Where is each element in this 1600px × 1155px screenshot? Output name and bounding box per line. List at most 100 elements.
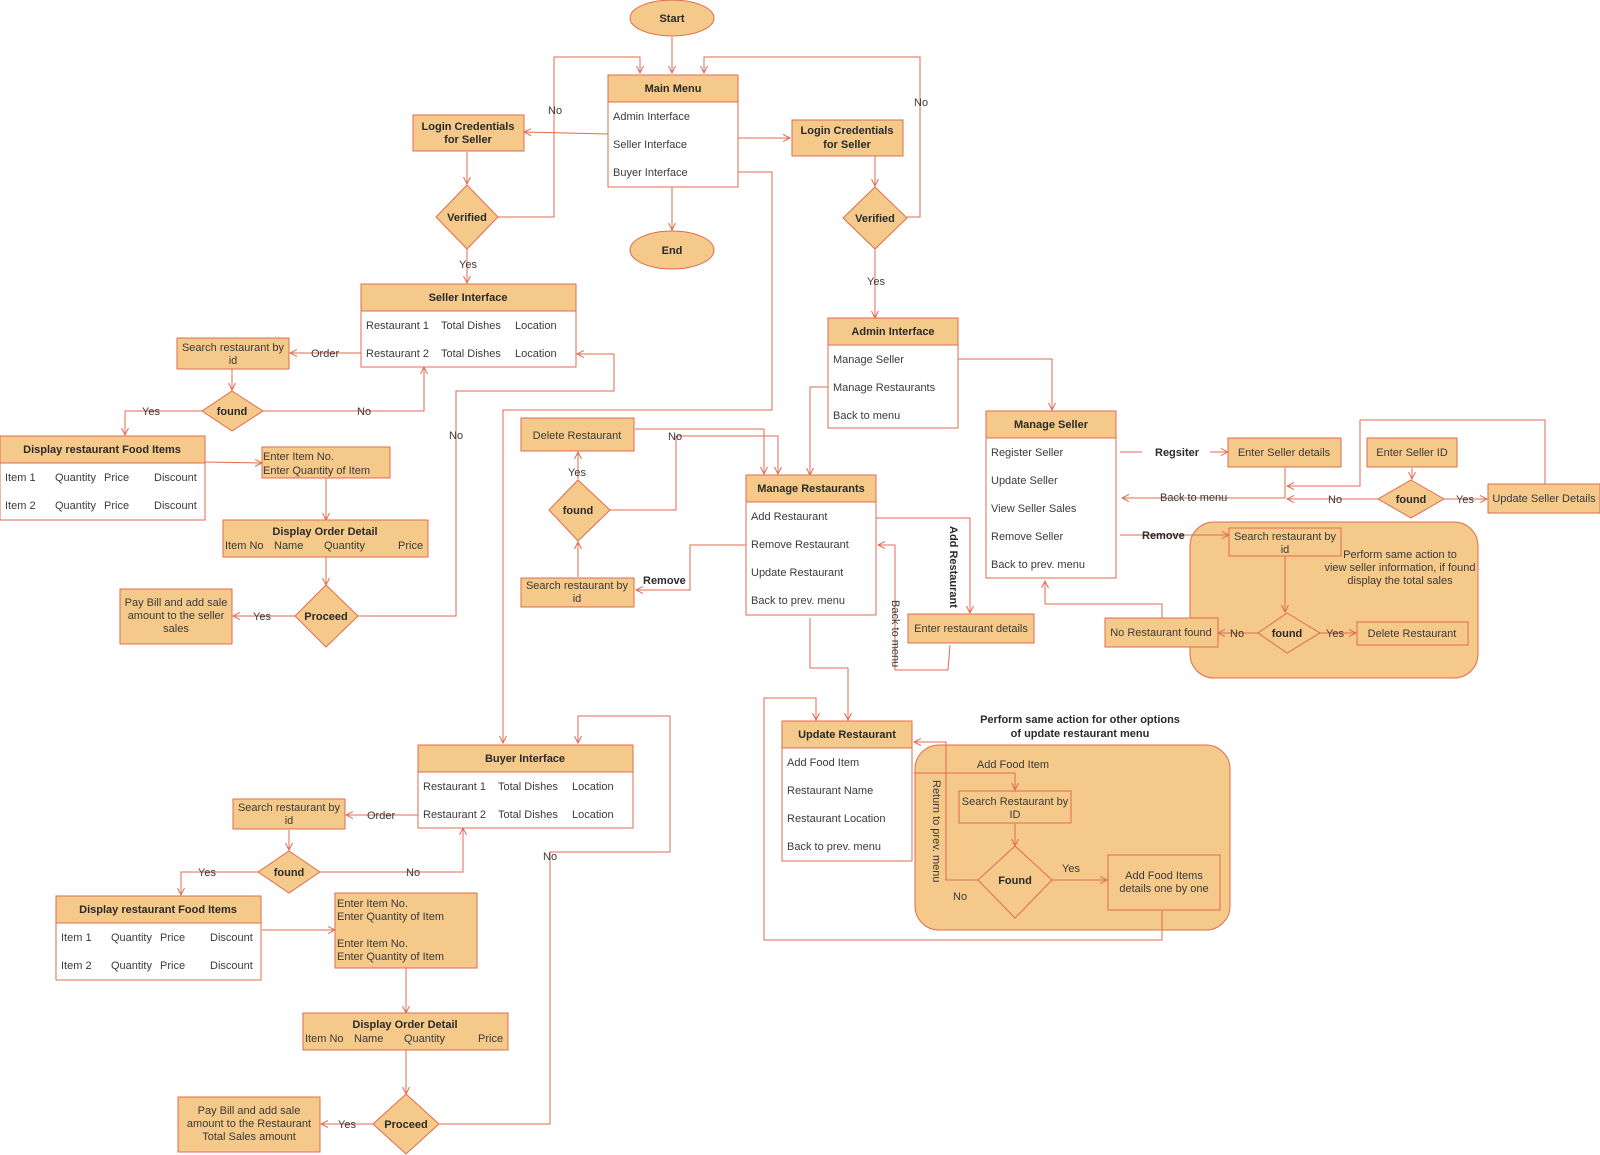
- diagram-text: Yes: [1456, 494, 1474, 506]
- diagram-text: Add Restaurant: [947, 526, 959, 608]
- diagram-text: Restaurant Name: [787, 785, 873, 797]
- diagram-text: Quantity: [404, 1033, 445, 1045]
- found-remove-seller-decision: found: [1257, 612, 1321, 654]
- diagram-text: ID: [1010, 809, 1021, 821]
- diagram-text: Restaurant 2: [423, 809, 486, 821]
- diagram-text: Admin Interface: [851, 326, 934, 338]
- diagram-text: Buyer Interface: [485, 753, 565, 765]
- diagram-text: Remove Seller: [991, 531, 1063, 543]
- diagram-text: Manage Seller: [833, 354, 904, 366]
- diagram-text: Display Order Detail: [352, 1019, 457, 1031]
- diagram-text: Yes: [253, 611, 271, 623]
- add-food-item-label: Add Food Item: [977, 759, 1049, 771]
- enter-seller-details: Enter Seller details: [1227, 437, 1342, 468]
- diagram-text: Quantity: [324, 540, 365, 552]
- diagram-text: for Seller: [444, 134, 492, 146]
- diagram-text: Item 2: [61, 960, 92, 972]
- diagram-text: Back to menu: [833, 410, 900, 422]
- diagram-text: Search restaurant by: [1234, 531, 1337, 543]
- diagram-text: Register Seller: [991, 447, 1063, 459]
- same-action-seller-note: Perform same action to view seller infor…: [1324, 549, 1475, 587]
- diagram-text: Item No: [305, 1033, 344, 1045]
- diagram-text: No: [668, 431, 682, 443]
- same-action-update-note: Perform same action for other options of…: [980, 714, 1180, 740]
- diagram-text: Price: [104, 472, 129, 484]
- diagram-text: Remove: [1142, 530, 1185, 542]
- diagram-text: Restaurant 2: [366, 348, 429, 360]
- menu-item-admin: Admin Interface: [613, 111, 690, 123]
- diagram-text: Search restaurant by: [182, 342, 285, 354]
- diagram-text: Login Credentials: [422, 121, 515, 133]
- diagram-text: Back to menu: [889, 600, 901, 667]
- enter-seller-id: Enter Seller ID: [1366, 437, 1458, 468]
- enter-restaurant-details: Enter restaurant details: [907, 613, 1035, 644]
- seller-interface-table: Seller Interface Restaurant 1 Total Dish…: [360, 283, 577, 368]
- diagram-text: Yes: [198, 867, 216, 879]
- diagram-text: Regsiter: [1155, 447, 1200, 459]
- diagram-text: Update Restaurant: [798, 729, 896, 741]
- search-restaurant-seller: Search restaurant by id: [176, 337, 290, 370]
- add-food-items-details: Add Food Items details one by one: [1107, 854, 1221, 911]
- diagram-text: No: [357, 406, 371, 418]
- diagram-text: Enter Quantity of Item: [337, 911, 444, 923]
- login-seller-right: Login Credentials for Seller: [791, 119, 904, 157]
- diagram-text: Price: [478, 1033, 503, 1045]
- diagram-text: View Seller Sales: [991, 503, 1077, 515]
- food-items-table-seller: Display restaurant Food Items Item 1 Qua…: [0, 435, 206, 521]
- found-seller-id-decision: found: [1376, 479, 1446, 519]
- diagram-text: Manage Restaurants: [757, 483, 865, 495]
- diagram-text: Price: [398, 540, 423, 552]
- diagram-text: Seller Interface: [429, 292, 508, 304]
- login-seller-left: Login Credentials for Seller: [412, 114, 525, 152]
- diagram-text: Quantity: [55, 500, 96, 512]
- found-update-decision: Found: [977, 845, 1053, 919]
- diagram-text: Enter Item No.: [263, 451, 334, 463]
- diagram-text: id: [285, 815, 294, 827]
- diagram-text: Enter Quantity of Item: [337, 951, 444, 963]
- found-buyer-decision: found: [257, 850, 321, 894]
- found-seller-decision: found: [201, 390, 264, 432]
- diagram-text: id: [1281, 544, 1290, 556]
- diagram-text: Total Dishes: [441, 320, 501, 332]
- diagram-text: display the total sales: [1347, 575, 1453, 587]
- diagram-text: Display restaurant Food Items: [79, 904, 237, 916]
- order-detail-buyer: Display Order Detail Item No Name Quanti…: [302, 1012, 509, 1051]
- diagram-text: Remove Restaurant: [751, 539, 849, 551]
- diagram-text: found: [1272, 628, 1303, 640]
- diagram-text: Name: [354, 1033, 383, 1045]
- no-restaurant-found: No Restaurant found: [1104, 617, 1219, 648]
- diagram-text: Yes: [459, 259, 477, 271]
- diagram-text: Enter Item No.: [337, 898, 408, 910]
- diagram-text: Discount: [210, 960, 253, 972]
- pay-bill-seller: Pay Bill and add sale amount to the sell…: [119, 588, 233, 645]
- diagram-text: No Restaurant found: [1110, 627, 1212, 639]
- diagram-text: sales: [163, 623, 189, 635]
- diagram-text: No: [543, 851, 557, 863]
- diagram-text: Total Dishes: [441, 348, 501, 360]
- diagram-text: No: [914, 97, 928, 109]
- diagram-text: No: [1328, 494, 1342, 506]
- diagram-text: Update Seller Details: [1492, 493, 1596, 505]
- diagram-text: Discount: [154, 500, 197, 512]
- diagram-text: view seller information, if found: [1324, 562, 1475, 574]
- diagram-text: Verified: [855, 213, 895, 225]
- delete-restaurant-seller-group: Delete Restaurant: [1356, 621, 1469, 646]
- diagram-text: No: [1230, 628, 1244, 640]
- diagram-text: Back to menu: [1160, 492, 1227, 504]
- diagram-text: found: [274, 867, 305, 879]
- end-terminal: End: [629, 230, 715, 270]
- diagram-text: Display restaurant Food Items: [23, 444, 181, 456]
- main-menu-box: Main Menu Admin Interface Seller Interfa…: [607, 74, 739, 188]
- diagram-text: found: [217, 406, 248, 418]
- diagram-text: Price: [160, 960, 185, 972]
- diagram-text: Display Order Detail: [272, 526, 377, 538]
- diagram-text: Total Dishes: [498, 809, 558, 821]
- update-restaurant-menu: Update Restaurant Add Food Item Restaura…: [781, 720, 913, 862]
- diagram-text: found: [563, 505, 594, 517]
- diagram-text: Quantity: [55, 472, 96, 484]
- diagram-text: End: [662, 245, 683, 257]
- diagram-text: Enter Item No.: [337, 938, 408, 950]
- search-restaurant-by-ID: Search Restaurant by ID: [958, 790, 1072, 824]
- diagram-text: Found: [998, 875, 1032, 887]
